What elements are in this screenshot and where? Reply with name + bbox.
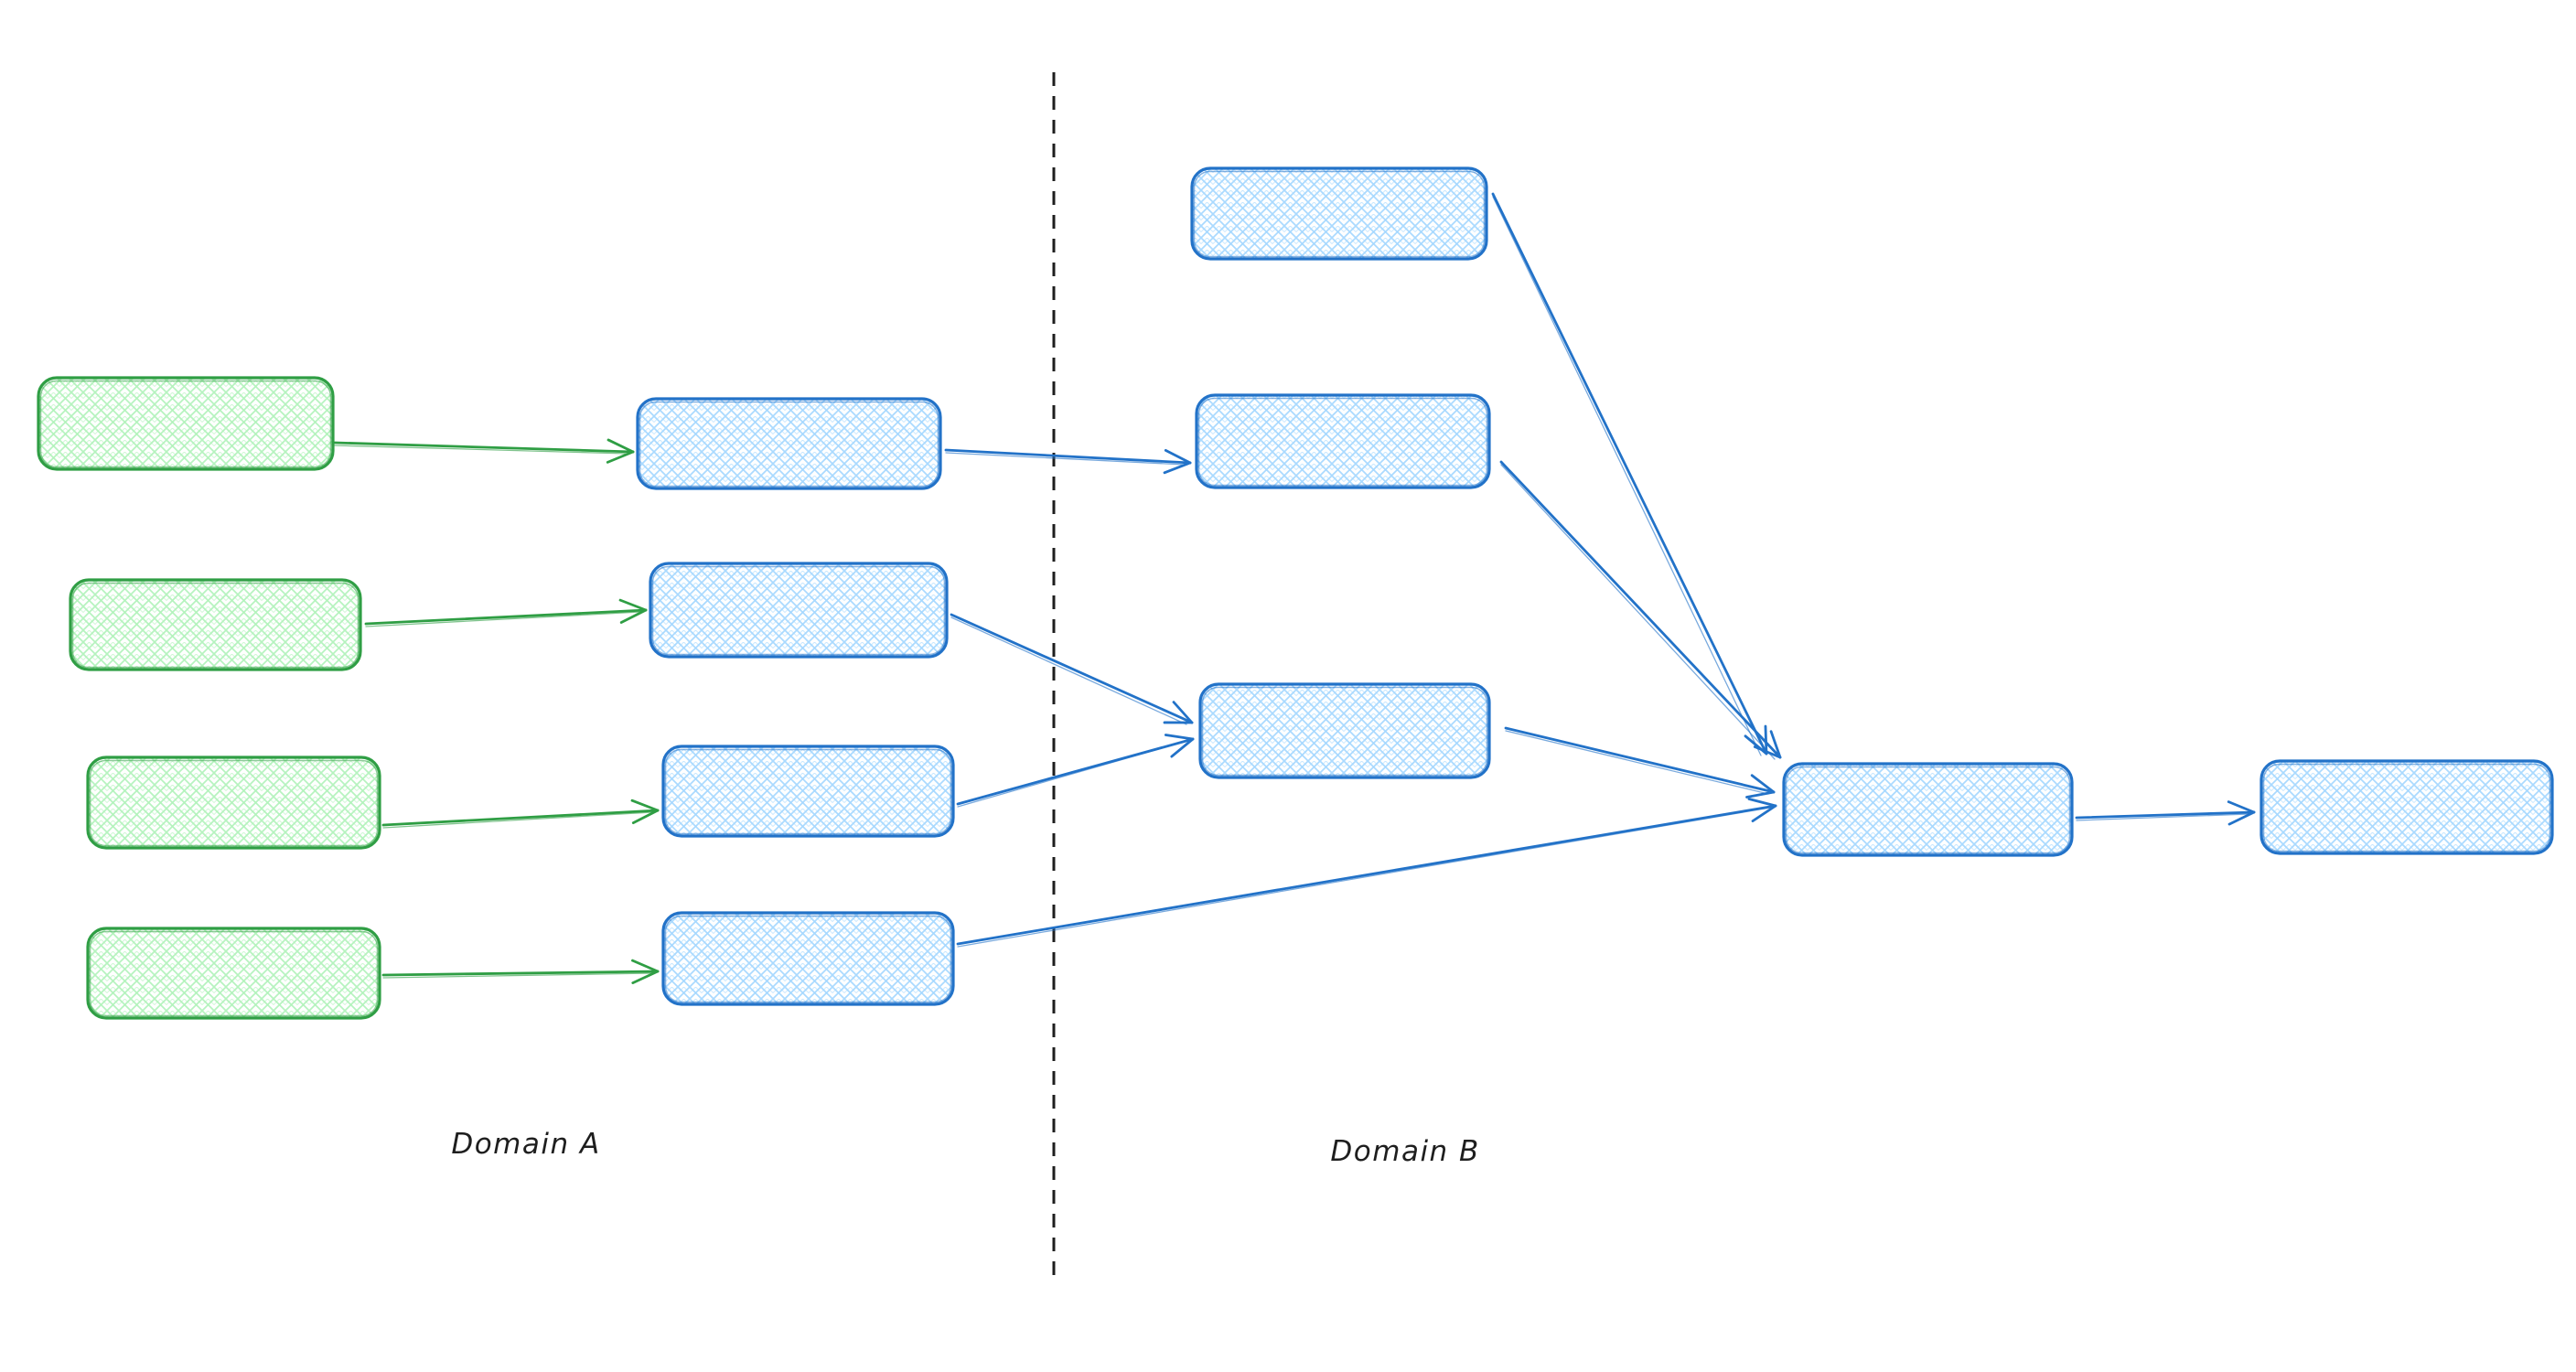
node-blue-a1[interactable] — [636, 397, 942, 490]
edge-green-2-to-blue-a2-arrowhead — [618, 598, 648, 612]
edge-green-1-to-blue-a1-arrowhead — [606, 450, 635, 464]
edge-blue-b3-to-blue-agg-arrowhead — [1750, 774, 1776, 794]
node-green-1[interactable] — [37, 376, 335, 471]
edge-blue-a4-to-blue-agg-arrowhead — [1747, 798, 1777, 808]
edge-blue-agg-to-blue-out-arrowhead — [2227, 810, 2256, 826]
edge-blue-a4-to-blue-agg[interactable] — [956, 798, 1777, 948]
node-blue-a2[interactable] — [649, 562, 949, 659]
edge-blue-b2-to-blue-agg-arrowhead — [1769, 730, 1782, 759]
node-green-2[interactable] — [69, 578, 362, 671]
edge-blue-a2-to-blue-b3-arrowhead — [1172, 701, 1194, 724]
edge-green-2-to-blue-a2-arrowhead — [619, 608, 648, 624]
edge-blue-b1-to-blue-agg[interactable] — [1491, 192, 1768, 756]
node-blue-a3[interactable] — [661, 745, 955, 838]
edge-green-1-to-blue-a1-arrowhead — [606, 438, 635, 454]
node-green-4[interactable] — [86, 927, 381, 1020]
node-blue-b3[interactable] — [1198, 682, 1491, 779]
edge-blue-a2-to-blue-b3[interactable] — [950, 613, 1194, 725]
edge-green-3-to-blue-a3-arrowhead — [631, 809, 660, 825]
edge-green-3-to-blue-a3-arrowhead — [630, 799, 660, 812]
edge-blue-a4-to-blue-agg-arrowhead — [1751, 804, 1777, 823]
node-blue-out[interactable] — [2259, 759, 2554, 855]
edge-blue-agg-to-blue-out-arrowhead — [2227, 800, 2256, 814]
edge-blue-b2-to-blue-agg[interactable] — [1499, 460, 1782, 760]
edge-blue-a3-to-blue-b3[interactable] — [956, 734, 1195, 808]
edge-blue-b3-to-blue-agg[interactable] — [1504, 726, 1776, 799]
edge-green-4-to-blue-a4[interactable] — [381, 959, 660, 984]
node-blue-b2[interactable] — [1195, 393, 1491, 489]
edge-blue-a1-to-blue-b1[interactable] — [944, 448, 1192, 475]
edge-blue-a3-to-blue-b3-arrowhead — [1170, 737, 1195, 758]
node-blue-agg[interactable] — [1782, 762, 2074, 857]
domain-a-label[interactable]: Domain A — [451, 1128, 601, 1161]
edge-blue-b3-to-blue-agg-arrowhead — [1745, 790, 1776, 799]
edge-blue-agg-to-blue-out[interactable] — [2075, 800, 2256, 826]
edge-green-1-to-blue-a1[interactable] — [333, 438, 635, 464]
edge-blue-a1-to-blue-b1-arrowhead — [1163, 461, 1192, 475]
edge-green-4-to-blue-a4-arrowhead — [631, 959, 660, 973]
node-blue-a4[interactable] — [661, 911, 955, 1006]
edge-green-3-to-blue-a3[interactable] — [381, 799, 660, 829]
edge-blue-b2-to-blue-agg-arrowhead — [1753, 745, 1782, 759]
node-blue-b1[interactable] — [1190, 166, 1488, 261]
domain-b-label[interactable]: Domain B — [1330, 1134, 1480, 1168]
edge-green-4-to-blue-a4-arrowhead — [631, 970, 660, 984]
edge-blue-a3-to-blue-b3-arrowhead — [1164, 734, 1195, 741]
edge-green-2-to-blue-a2[interactable] — [364, 598, 648, 627]
node-green-3[interactable] — [86, 756, 381, 850]
edge-blue-a1-to-blue-b1-arrowhead — [1164, 448, 1192, 465]
